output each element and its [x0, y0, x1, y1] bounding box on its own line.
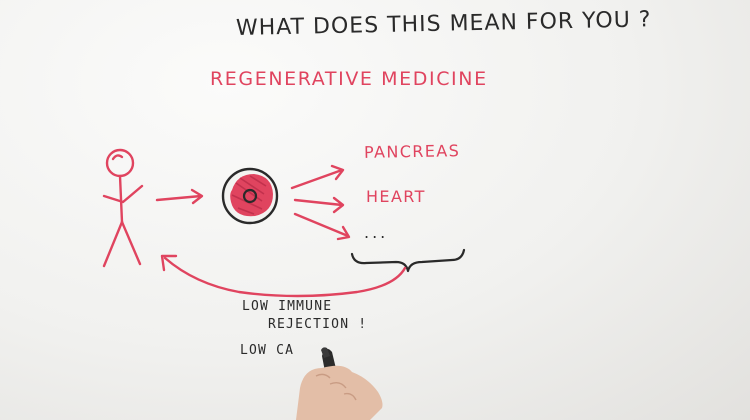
target-more: ...	[364, 225, 388, 241]
topic-heading: REGENERATIVE MEDICINE	[210, 70, 488, 89]
stem-cell-icon	[223, 169, 277, 223]
note-line-2: REJECTION !	[268, 318, 367, 331]
stick-figure-icon	[104, 150, 142, 266]
target-heart: HEART	[366, 189, 426, 205]
target-pancreas: PANCREAS	[364, 143, 461, 161]
hand-with-marker-icon	[296, 347, 383, 420]
note-line-3: LOW CA	[240, 344, 294, 357]
note-line-1: LOW IMMUNE	[242, 300, 332, 313]
curly-brace-icon	[352, 250, 464, 271]
differentiation-arrows-icon	[292, 166, 349, 239]
arrow-to-cell-icon	[157, 190, 202, 203]
